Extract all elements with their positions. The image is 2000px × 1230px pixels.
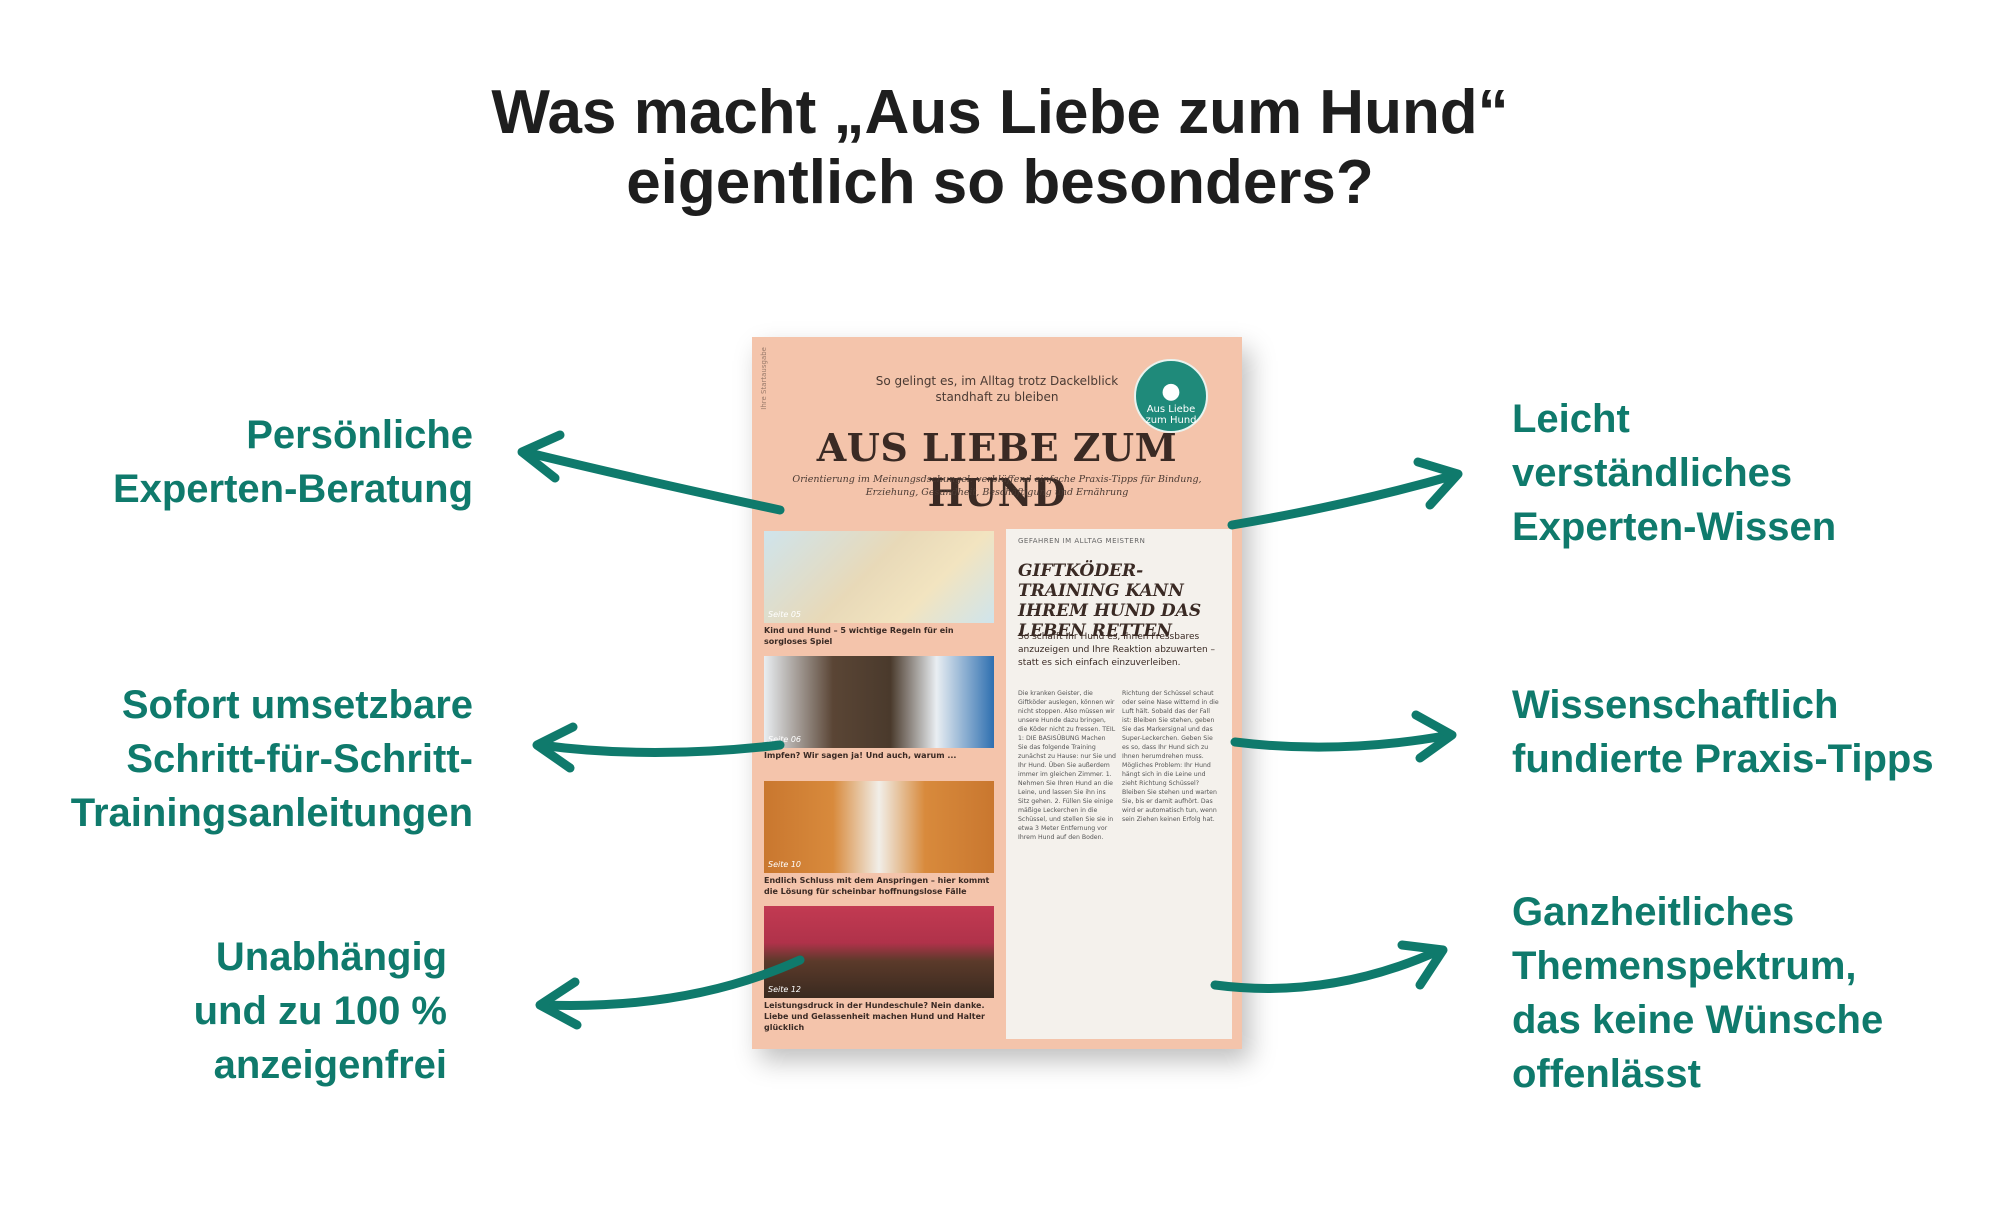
teaser-page: Seite 06 <box>768 735 802 744</box>
jumping-dog-photo: Seite 10 <box>764 781 994 873</box>
teaser-caption: Impfen? Wir sagen ja! Und auch, warum ..… <box>764 751 957 760</box>
feature-step-by-step: Sofort umsetzbare Schritt-für-Schritt- T… <box>71 678 473 840</box>
feature-line: Wissenschaftlich <box>1512 683 1839 727</box>
magazine-tagline: So gelingt es, im Alltag trotz Dackelbli… <box>875 374 1119 404</box>
feature-scientific-tips: Wissenschaftlich fundierte Praxis-Tipps <box>1512 678 1934 786</box>
paw-icon: ● <box>1161 379 1181 404</box>
magazine-masthead: AUS LIEBE ZUM HUND <box>816 425 1178 515</box>
vaccination-dog-photo: Seite 06 <box>764 656 994 748</box>
feature-understandable-knowledge: Leicht verständliches Experten-Wissen <box>1512 392 1836 554</box>
feature-line: Themenspektrum, <box>1512 944 1857 988</box>
magazine-badge: ● Aus Liebe zum Hund <box>1134 359 1208 433</box>
article-kicker: GEFAHREN IM ALLTAG MEISTERN <box>1018 537 1146 545</box>
article-lead: So schafft Ihr Hund es, Ihnen Fressbares… <box>1018 632 1216 668</box>
arrow-right-top <box>1227 457 1463 530</box>
feature-line: Schritt-für-Schritt- <box>126 737 473 781</box>
arrow-left-bottom <box>535 955 805 1030</box>
article-column-2: Richtung der Schüssel schaut oder seine … <box>1122 690 1219 823</box>
feature-line: und zu 100 % <box>193 989 447 1033</box>
teaser-card: Seite 10 Endlich Schluss mit dem Ansprin… <box>764 781 994 897</box>
feature-line: Sofort umsetzbare <box>121 683 473 727</box>
teaser-page: Seite 05 <box>768 610 802 619</box>
feature-line: das keine Wünsche <box>1512 998 1884 1042</box>
teaser-page: Seite 10 <box>768 860 802 869</box>
teaser-caption: Leistungsdruck in der Hundeschule? Nein … <box>764 1001 985 1032</box>
arrow-right-middle <box>1230 710 1457 763</box>
feature-line: Experten-Wissen <box>1512 505 1837 549</box>
teaser-page: Seite 12 <box>768 985 802 994</box>
feature-line: Trainingsanleitungen <box>70 791 473 835</box>
feature-expert-advice: Persönliche Experten-Beratung <box>113 408 473 516</box>
headline-line-1: Was macht „Aus Liebe zum Hund“ <box>491 78 1509 147</box>
headline-line-2: eigentlich so besonders? <box>626 148 1374 217</box>
feature-line: anzeigenfrei <box>213 1043 447 1087</box>
feature-line: Ganzheitliches <box>1512 890 1795 934</box>
feature-line: Unabhängig <box>215 935 447 979</box>
badge-text: Aus Liebe zum Hund <box>1145 404 1197 426</box>
magazine-subtitle: Orientierung im Meinungsdschungel: verbl… <box>792 474 1202 498</box>
child-dog-photo: Seite 05 <box>764 531 994 623</box>
article-column-1: Die kranken Geister, die Giftköder ausle… <box>1018 690 1116 841</box>
feature-line: Leicht <box>1512 397 1630 441</box>
article-title: GIFTKÖDER-TRAINING KANN IHREM HUND DAS L… <box>1018 561 1202 641</box>
teaser-caption: Endlich Schluss mit dem Anspringen – hie… <box>764 876 990 896</box>
feature-line: verständliches <box>1512 451 1793 495</box>
page-headline: Was macht „Aus Liebe zum Hund“ eigentlic… <box>0 78 2000 218</box>
arrow-left-top <box>517 430 785 515</box>
feature-line: Persönliche <box>246 413 473 457</box>
arrow-left-middle <box>532 722 785 773</box>
teaser-card: Seite 05 Kind und Hund – 5 wichtige Rege… <box>764 531 994 647</box>
cover-article: GEFAHREN IM ALLTAG MEISTERN GIFTKÖDER-TR… <box>1006 529 1232 1039</box>
feature-holistic-topics: Ganzheitliches Themenspektrum, das keine… <box>1512 885 1883 1101</box>
feature-ad-free: Unabhängig und zu 100 % anzeigenfrei <box>194 930 447 1092</box>
teaser-caption: Kind und Hund – 5 wichtige Regeln für ei… <box>764 626 954 646</box>
magazine-cover: Ihre Startausgabe So gelingt es, im Allt… <box>752 337 1242 1049</box>
teaser-card: Seite 12 Leistungsdruck in der Hundeschu… <box>764 906 994 1033</box>
blanket-dog-photo: Seite 12 <box>764 906 994 998</box>
arrow-right-bottom <box>1210 940 1448 993</box>
feature-line: Experten-Beratung <box>112 467 473 511</box>
feature-line: fundierte Praxis-Tipps <box>1512 737 1934 781</box>
feature-line: offenlässt <box>1512 1052 1701 1096</box>
teaser-card: Seite 06 Impfen? Wir sagen ja! Und auch,… <box>764 656 994 761</box>
